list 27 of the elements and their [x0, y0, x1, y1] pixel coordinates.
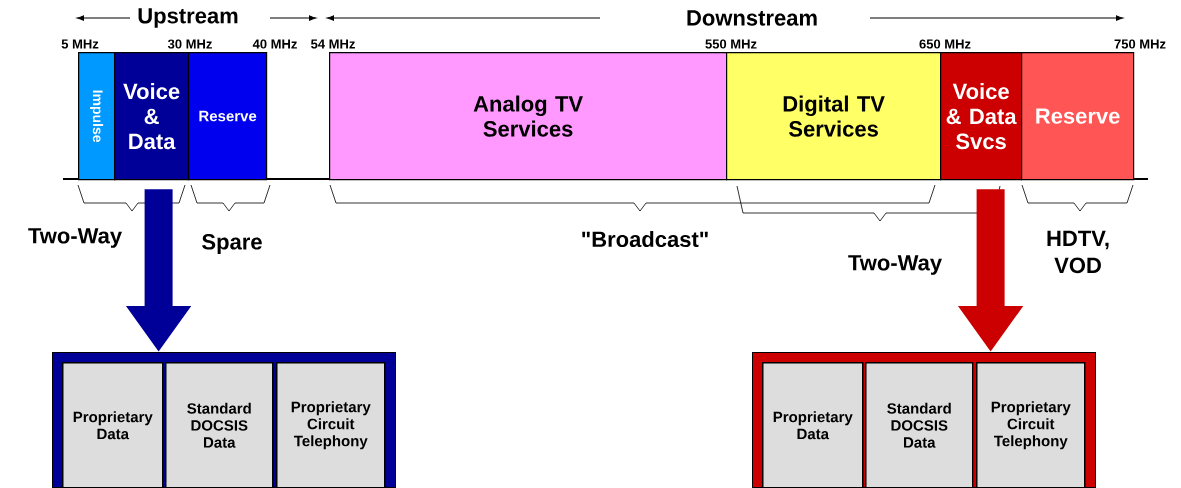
spectrum-band: Impulse	[78, 52, 116, 181]
service-box: Proprietary Data	[62, 362, 164, 488]
frequency-label: 650 MHz	[918, 38, 972, 50]
band-heading: Upstream	[136, 7, 240, 29]
frequency-label: 30 MHz	[166, 38, 214, 50]
frequency-label: 750 MHz	[1113, 38, 1167, 50]
frequency-label: 54 MHz	[309, 38, 357, 50]
frequency-label: 550 MHz	[704, 38, 758, 50]
group-label: Two-Way	[26, 227, 124, 249]
spectrum-band: Reserve	[188, 52, 268, 181]
spectrum-band: Voice & Data Svcs	[940, 52, 1023, 181]
group-label: HDTV, VOD	[1042, 229, 1114, 275]
spectrum-band: Digital TV Services	[726, 52, 942, 181]
band-heading: Downstream	[685, 9, 819, 27]
group-label: "Broadcast"	[579, 229, 711, 249]
service-box: Proprietary Circuit Telephony	[276, 362, 386, 488]
spectrum-band: Voice & Data	[114, 52, 190, 181]
service-box: Proprietary Circuit Telephony	[976, 362, 1086, 488]
spectrum-band: Reserve	[1021, 52, 1135, 181]
frequency-label: 40 MHz	[251, 38, 299, 50]
service-box: Standard DOCSIS Data	[165, 362, 274, 488]
frequency-label: 5 MHz	[60, 38, 100, 50]
group-label: Spare	[200, 233, 264, 255]
service-box: Proprietary Data	[762, 362, 864, 488]
spectrum-band: Analog TV Services	[329, 52, 728, 181]
service-box: Standard DOCSIS Data	[865, 362, 974, 488]
group-label: Two-Way	[846, 254, 944, 276]
